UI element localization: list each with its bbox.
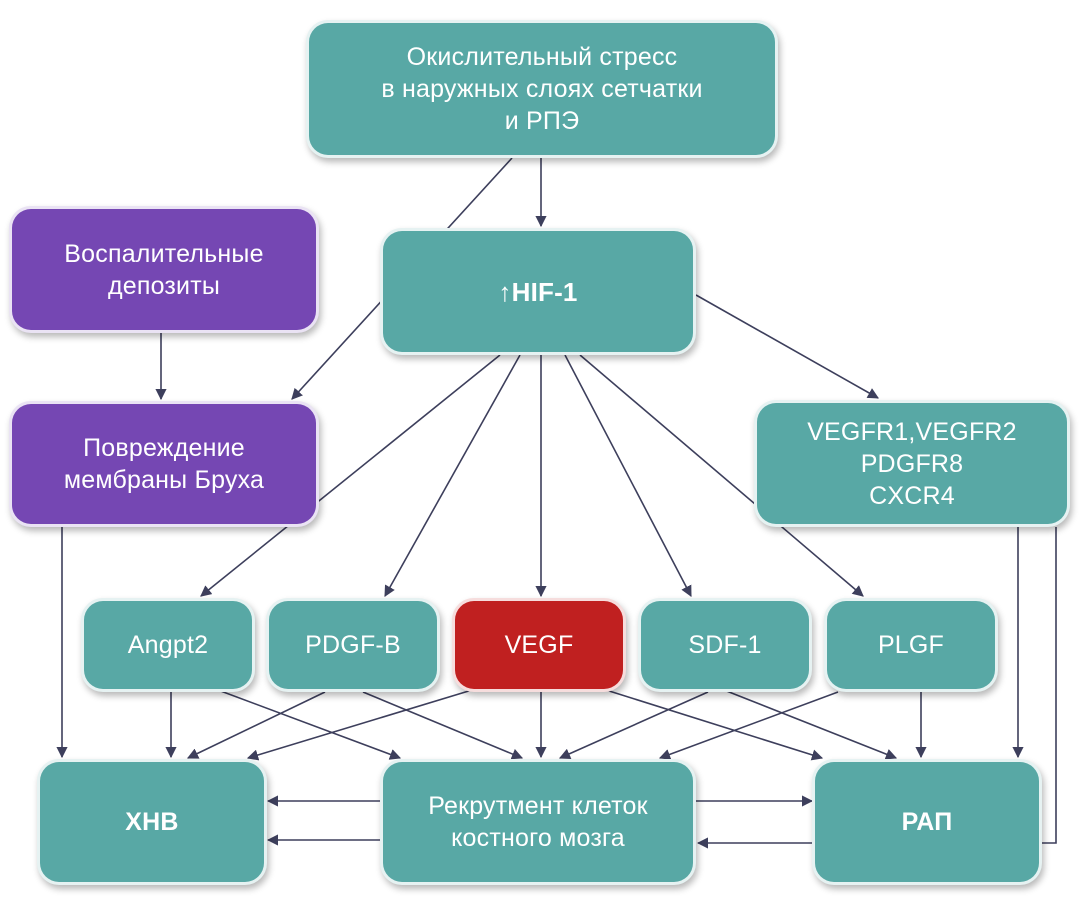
arrow-hif-pdgfb — [384, 354, 521, 597]
node-bone-marrow-recruitment: Рекрутмент клеток костного мозга — [380, 759, 696, 885]
arrow-hif-receptors — [695, 294, 879, 399]
node-inflammatory-deposits: Воспалительные депозиты — [9, 206, 319, 333]
node-hif1: ↑HIF-1 — [380, 228, 696, 355]
arrow-angpt2-recruit — [217, 689, 402, 760]
node-pdgf-b: PDGF-B — [266, 598, 440, 692]
arrow-pdgfb-recruit — [362, 691, 524, 760]
arrow-hif-angpt2 — [200, 354, 501, 597]
arrow-sdf1-rap — [723, 689, 898, 760]
node-sdf-1: SDF-1 — [638, 598, 812, 692]
node-oxidative-stress: Окислительный стресс в наружных слоях се… — [306, 20, 778, 158]
arrow-hif-plgf — [579, 354, 864, 597]
arrow-sdf1-recruit — [558, 691, 709, 760]
node-angpt2: Angpt2 — [81, 598, 255, 692]
node-bruch-membrane-damage: Повреждение мембраны Бруха — [9, 401, 319, 527]
arrow-plgf-recruit — [658, 691, 839, 760]
node-hnv: ХНВ — [37, 759, 267, 885]
arrow-vegf-rap — [605, 689, 824, 761]
node-receptors: VEGFR1,VEGFR2 PDGFR8 CXCR4 — [754, 400, 1070, 527]
node-plgf: PLGF — [824, 598, 998, 692]
arrow-pdgfb-hnv — [186, 691, 326, 759]
arrow-hif-sdf1 — [564, 354, 692, 597]
arrow-vegf-hnv — [246, 689, 473, 761]
node-rap: РАП — [812, 759, 1042, 885]
node-vegf: VEGF — [452, 598, 626, 692]
